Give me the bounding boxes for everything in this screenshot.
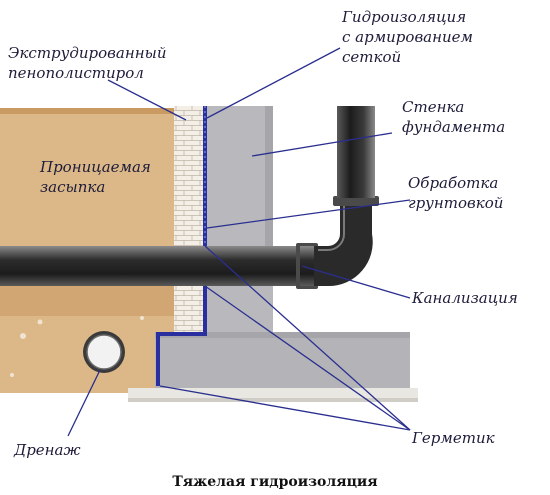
foundation-footing <box>128 332 418 402</box>
label-foundation-wall-line-2: фундамента <box>402 118 505 136</box>
label-primer-treatment: Обработка грунтовкой <box>408 174 503 212</box>
drain-pipe <box>10 316 144 377</box>
foundation-wall <box>207 106 273 334</box>
label-permeable-backfill-line-2: засыпка <box>40 178 105 196</box>
diagram-caption: Тяжелая гидроизоляция <box>172 474 377 490</box>
label-extruded-foam: Экструдированный пенополистирол <box>8 44 171 82</box>
label-extruded-foam-line-1: Экструдированный <box>8 44 166 62</box>
label-permeable-backfill: Проницаемая засыпка <box>39 158 156 196</box>
label-permeable-backfill-line-1: Проницаемая <box>39 158 151 176</box>
label-primer-treatment-line-2: грунтовкой <box>408 194 503 212</box>
insulation-panel <box>174 106 204 332</box>
label-sealant: Герметик <box>411 429 495 447</box>
label-extruded-foam-line-2: пенополистирол <box>8 64 144 82</box>
leader-lines <box>67 47 411 437</box>
label-foundation-wall: Стенка фундамента <box>402 98 505 136</box>
label-sewer: Канализация <box>411 289 518 307</box>
label-waterproofing-mesh: Гидроизоляция с армированием сеткой <box>341 8 478 66</box>
label-waterproofing-mesh-line-3: сеткой <box>342 48 401 66</box>
sewer-pipe <box>0 106 379 289</box>
label-waterproofing-mesh-line-2: с армированием <box>342 28 473 46</box>
label-drainage: Дренаж <box>13 441 81 459</box>
label-waterproofing-mesh-line-1: Гидроизоляция <box>341 8 466 26</box>
label-primer-treatment-line-1: Обработка <box>408 174 498 192</box>
label-foundation-wall-line-1: Стенка <box>402 98 464 116</box>
